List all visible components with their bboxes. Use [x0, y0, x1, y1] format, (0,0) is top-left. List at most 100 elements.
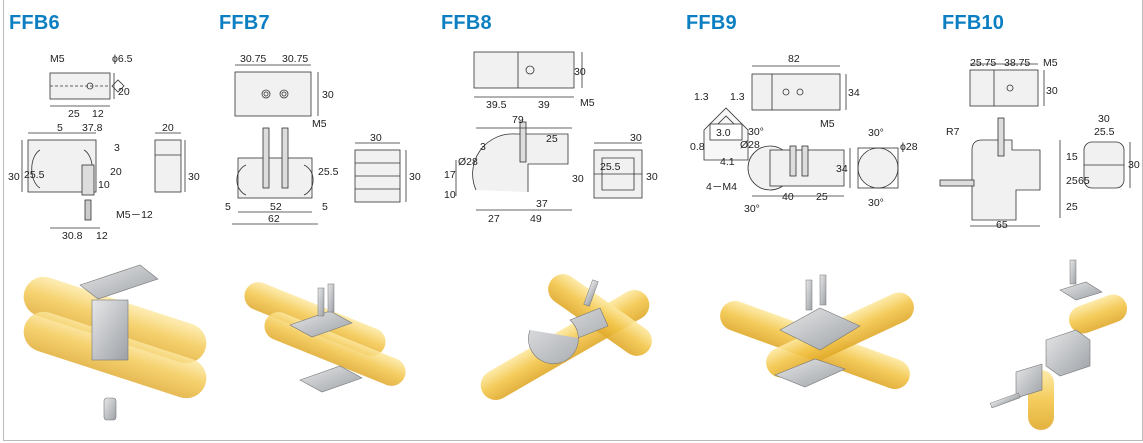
ffb8-d17: 17 [444, 169, 456, 181]
ffb10-d15: 15 [1066, 151, 1078, 163]
ffb7-b: 30.75 [282, 53, 308, 65]
ffb6-phi: ϕ6.5 [112, 53, 133, 65]
ffb7-d62: 62 [268, 213, 280, 225]
ffb7-s30b: 30 [409, 171, 421, 183]
ffb9-m5: M5 [820, 118, 835, 130]
ffb9-side-view [857, 147, 899, 189]
ffb9-d34b: 34 [836, 163, 848, 175]
ffb6-s20: 20 [162, 122, 174, 134]
ffb10-h30: 30 [1046, 85, 1058, 97]
ffb10-s255: 25.5 [1094, 126, 1115, 138]
ffb10-d2575: 25.75 [970, 57, 996, 69]
ffb7-front-view [237, 157, 313, 199]
ffb6-3d-render [23, 264, 207, 421]
ffb6-d20b: 20 [110, 166, 122, 178]
ffb7-a: 30.75 [240, 53, 266, 65]
ffb10-front-view [971, 139, 1041, 221]
ffb7-d5a: 5 [225, 201, 231, 213]
ffb9-d30box: 3.0 [716, 127, 731, 139]
ffb8-front-view [472, 133, 569, 192]
ffb6-d12a: 12 [92, 108, 104, 120]
ffb7-m5: M5 [312, 118, 327, 130]
ffb6-d3: 3 [114, 142, 120, 154]
ffb8-top-view [473, 51, 575, 89]
ffb6-d30: 30 [8, 171, 20, 183]
ffb6-d255: 25.5 [24, 169, 45, 181]
ffb9-top-view [751, 73, 841, 111]
title-ffb6: FFB6 [9, 12, 60, 34]
ffb7-d52: 52 [270, 201, 282, 213]
ffb9-d13b: 1.3 [730, 91, 745, 103]
ffb8-d37: 37 [536, 198, 548, 210]
ffb9-d28b: ϕ28 [900, 141, 918, 153]
title-ffb7: FFB7 [219, 12, 270, 34]
title-ffb10: FFB10 [942, 12, 1005, 34]
ffb7-h30: 30 [322, 89, 334, 101]
ffb6-drawings [21, 72, 186, 229]
ffb10-top-view [969, 69, 1039, 107]
ffb7-s30a: 30 [370, 132, 382, 144]
ffb9-d34: 34 [848, 87, 860, 99]
ffb6-side-view [154, 139, 182, 193]
ffb6-d378: 37.8 [82, 122, 103, 134]
ffb8-m5: M5 [580, 97, 595, 109]
ffb8-sh30: 30 [646, 171, 658, 183]
ffb8-d49: 49 [530, 213, 542, 225]
ffb10-drawings [939, 63, 1131, 227]
ffb6-d308: 30.8 [62, 230, 83, 242]
ffb9-m4: 4－M4 [706, 181, 737, 193]
ffb6-d12b: 12 [96, 230, 108, 242]
ffb8-d25: 25 [546, 133, 558, 145]
ffb9-drawings [703, 65, 899, 197]
ffb8-d39: 39 [538, 99, 550, 111]
ffb6-d25: 25 [68, 108, 80, 120]
title-ffb9: FFB9 [686, 12, 737, 34]
ffb9-d28a: Ø28 [740, 139, 760, 151]
ffb8-labels: 30 39.5 39 M5 79 25 3 Ø28 17 10 30 37 27… [444, 66, 658, 225]
ffb7-top-view [234, 71, 312, 117]
ffb9-a30a: 30° [748, 126, 764, 138]
ffb6-labels: M5 ϕ6.5 20 25 12 5 37.8 3 30 25.5 10 20 … [8, 53, 200, 242]
ffb8-d79: 79 [512, 114, 524, 126]
ffb8-s255: 25.5 [600, 161, 621, 173]
ffb9-a30c: 30° [868, 127, 884, 139]
ffb7-drawings [232, 64, 407, 225]
ffb9-3d-render [720, 274, 914, 390]
ffb10-d25b: 25 [1066, 201, 1078, 213]
ffb6-d10: 10 [98, 179, 110, 191]
ffb10-d25a: 25 [1066, 175, 1078, 187]
ffb7-3d-render [244, 282, 406, 393]
ffb8-drawings [455, 51, 643, 211]
ffb10-d65a: 65 [1078, 175, 1090, 187]
title-ffb8: FFB8 [441, 12, 492, 34]
ffb10-s30: 30 [1098, 113, 1110, 125]
ffb8-d395: 39.5 [486, 99, 507, 111]
ffb9-d40: 40 [782, 191, 794, 203]
ffb8-s30: 30 [630, 132, 642, 144]
ffb6-d20a: 20 [118, 86, 130, 98]
ffb6-s30: 30 [188, 171, 200, 183]
ffb10-3d-render [989, 259, 1128, 430]
ffb9-a30d: 30° [868, 197, 884, 209]
ffb9-d82: 82 [788, 53, 800, 65]
ffb6-d5: 5 [57, 122, 63, 134]
ffb10-m5: M5 [1043, 57, 1058, 69]
ffb9-d13a: 1.3 [694, 91, 709, 103]
ffb8-h30: 30 [574, 66, 586, 78]
ffb8-d3: 3 [480, 141, 486, 153]
ffb9-d41: 4.1 [720, 156, 735, 168]
ffb7-d255: 25.5 [318, 166, 339, 178]
ffb10-d3875: 38.75 [1004, 57, 1030, 69]
ffb6-m5: M5 [50, 53, 65, 65]
ffb10-d65b: 65 [996, 219, 1008, 231]
ffb10-labels: 25.75 38.75 M5 30 R7 30 25.5 30 15 25 65… [946, 57, 1140, 231]
ffb8-d27: 27 [488, 213, 500, 225]
ffb6-m512: M5－12 [116, 209, 153, 221]
ffb9-d08: 0.8 [690, 141, 705, 153]
ffb8-d28: Ø28 [458, 156, 478, 168]
ffb9-a30b: 30° [744, 203, 760, 215]
ffb7-d5b: 5 [322, 201, 328, 213]
ffb10-r7: R7 [946, 126, 960, 138]
ffb8-3d-render [480, 274, 652, 400]
